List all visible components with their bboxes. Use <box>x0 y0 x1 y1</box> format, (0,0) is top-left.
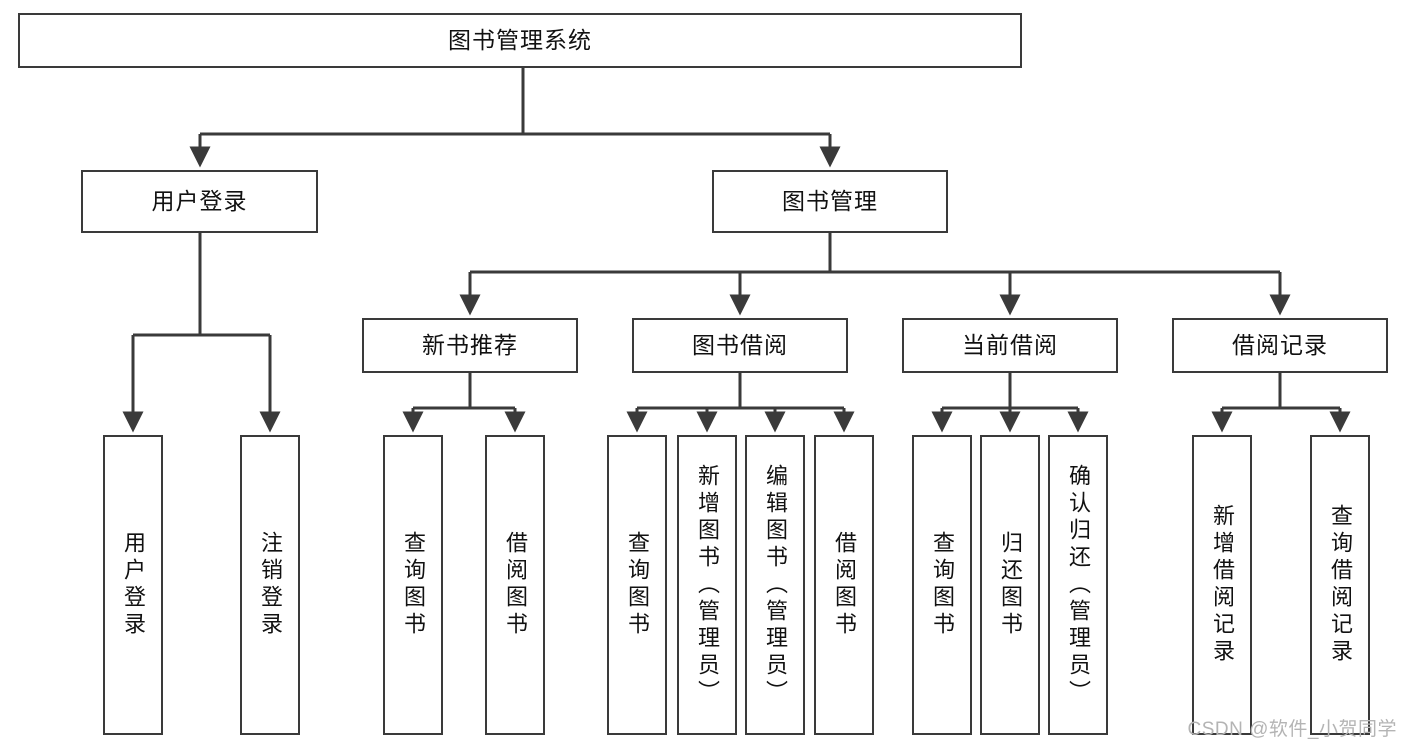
node-label: 编辑图书（管理员） <box>763 463 788 707</box>
node-label: 注销登录 <box>258 531 283 639</box>
leaf-borrow-book-recommend[interactable]: 借阅图书 <box>485 435 545 735</box>
node-label: 当前借阅 <box>962 331 1058 358</box>
node-new-book-recommend[interactable]: 新书推荐 <box>362 318 578 373</box>
leaf-return-book[interactable]: 归还图书 <box>980 435 1040 735</box>
node-label: 确认归还（管理员） <box>1066 463 1091 707</box>
leaf-query-book-current[interactable]: 查询图书 <box>912 435 972 735</box>
node-label: 新增借阅记录 <box>1210 504 1235 666</box>
leaf-add-borrow-record[interactable]: 新增借阅记录 <box>1192 435 1252 735</box>
node-borrow-records[interactable]: 借阅记录 <box>1172 318 1388 373</box>
node-label: 图书管理 <box>782 187 878 214</box>
leaf-query-book-recommend[interactable]: 查询图书 <box>383 435 443 735</box>
node-label: 查询图书 <box>625 531 650 639</box>
node-label: 借阅记录 <box>1232 331 1328 358</box>
leaf-user-login[interactable]: 用户登录 <box>103 435 163 735</box>
node-label: 查询借阅记录 <box>1328 504 1353 666</box>
node-label: 新增图书（管理员） <box>695 463 720 707</box>
leaf-borrow-book[interactable]: 借阅图书 <box>814 435 874 735</box>
node-label: 借阅图书 <box>503 531 528 639</box>
node-book-borrow[interactable]: 图书借阅 <box>632 318 848 373</box>
node-current-borrow[interactable]: 当前借阅 <box>902 318 1118 373</box>
node-label: 图书借阅 <box>692 331 788 358</box>
node-label: 图书管理系统 <box>448 26 592 53</box>
node-label: 查询图书 <box>930 531 955 639</box>
leaf-add-book-admin[interactable]: 新增图书（管理员） <box>677 435 737 735</box>
watermark-text: CSDN @软件_小贺同学 <box>1187 719 1397 740</box>
node-user-login[interactable]: 用户登录 <box>81 170 318 233</box>
leaf-query-borrow-record[interactable]: 查询借阅记录 <box>1310 435 1370 735</box>
node-label: 用户登录 <box>151 187 248 214</box>
node-label: 新书推荐 <box>422 331 518 358</box>
leaf-query-book-borrow[interactable]: 查询图书 <box>607 435 667 735</box>
node-label: 借阅图书 <box>832 531 857 639</box>
node-book-management[interactable]: 图书管理 <box>712 170 948 233</box>
leaf-edit-book-admin[interactable]: 编辑图书（管理员） <box>745 435 805 735</box>
node-label: 查询图书 <box>401 531 426 639</box>
node-label: 归还图书 <box>998 531 1023 639</box>
node-root-system[interactable]: 图书管理系统 <box>18 13 1022 68</box>
leaf-confirm-return-admin[interactable]: 确认归还（管理员） <box>1048 435 1108 735</box>
leaf-logout[interactable]: 注销登录 <box>240 435 300 735</box>
node-label: 用户登录 <box>121 531 146 639</box>
